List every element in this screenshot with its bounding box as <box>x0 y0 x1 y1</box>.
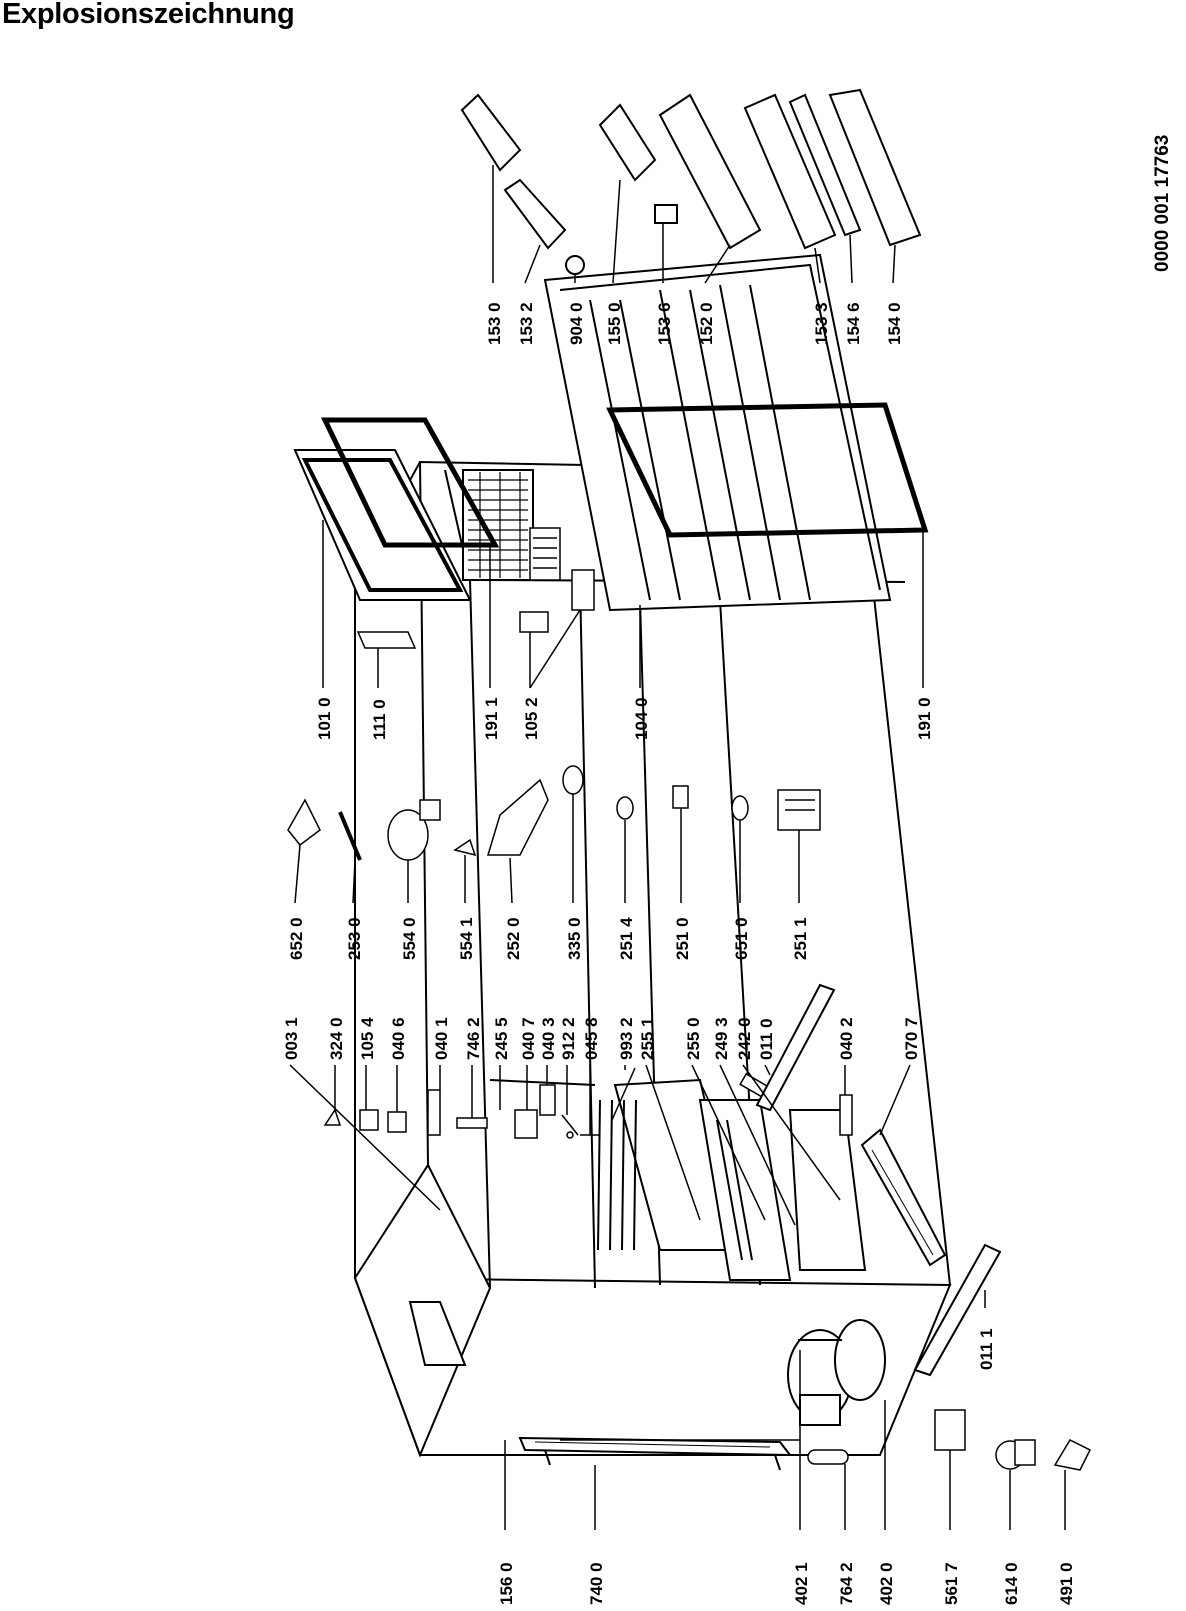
part-number-label: 245 5 <box>492 1017 511 1060</box>
part-number-label: 561 7 <box>942 1562 961 1605</box>
door-plates <box>519 569 595 633</box>
part-number-label: 249 3 <box>712 1017 731 1060</box>
part-number-label: 155 0 <box>605 302 624 345</box>
part-number-label: 045 8 <box>582 1017 601 1060</box>
part-number-label: 153 6 <box>655 302 674 345</box>
part-number-label: 154 6 <box>844 302 863 345</box>
part-number-label: 402 1 <box>792 1562 811 1605</box>
part-number-label: 153 2 <box>517 302 536 345</box>
part-number-label: 651 0 <box>732 917 751 960</box>
part-number-label: 251 1 <box>791 917 810 960</box>
label-group-2: 652 0 253 0 554 0 554 1 252 0 335 0 251 4 251 0… <box>287 917 810 960</box>
label-group-4: 153 0 153 2 904 0 155 0 153 6 152 0 153 3 154 6… <box>485 302 904 345</box>
part-number-label: 904 0 <box>567 302 586 345</box>
leader-lines <box>289 165 1066 1530</box>
part-number-label: 242 0 <box>735 1017 754 1060</box>
main-door-gasket <box>606 402 929 538</box>
part-number-label: 554 1 <box>457 917 476 960</box>
part-number-label: 614 0 <box>1002 1562 1021 1605</box>
door-hinge-cover <box>356 631 417 649</box>
part-number-label: 764 2 <box>837 1562 856 1605</box>
part-number-label: 255 1 <box>638 1017 657 1060</box>
part-number-label: 153 3 <box>812 302 831 345</box>
part-number-label: 104 0 <box>632 697 651 740</box>
part-number-label: 111 0 <box>370 699 389 740</box>
part-number-label: 105 4 <box>358 1017 377 1060</box>
door-bins <box>460 88 922 275</box>
bottom-parts <box>807 1409 1092 1471</box>
part-number-label: 554 0 <box>400 917 419 960</box>
part-number-label: 152 0 <box>697 302 716 345</box>
part-number-label: 253 0 <box>345 917 364 960</box>
part-number-label: 003 1 <box>282 1017 301 1060</box>
small-parts-column-2 <box>287 765 821 861</box>
shelf-rails <box>597 1099 637 1251</box>
door-handle <box>860 1128 947 1267</box>
hinge-bar-bottom <box>913 1243 1002 1377</box>
label-group-1: 003 1 324 0 105 4 040 6 040 1 746 2 245 5 040 7… <box>282 1017 921 1060</box>
part-number-label: 252 0 <box>504 917 523 960</box>
crisper-cover <box>698 1099 792 1281</box>
part-number-label: 491 0 <box>1057 1562 1076 1605</box>
part-number-label: 011 1 <box>977 1328 996 1370</box>
freezer-door <box>293 449 472 601</box>
part-number-label: 154 0 <box>885 302 904 345</box>
part-number-label: 040 1 <box>432 1017 451 1060</box>
part-number-label: 255 0 <box>684 1017 703 1060</box>
part-number-label: 040 3 <box>539 1017 558 1060</box>
compressor <box>787 1319 886 1426</box>
part-number-label: 156 0 <box>497 1562 516 1605</box>
part-number-label: 101 0 <box>315 697 334 740</box>
label-group-side: 011 1 <box>977 1328 996 1370</box>
label-group-bottom: 156 0 740 0 402 1 764 2 402 0 561 7 614 0 491 0 <box>497 1562 1076 1605</box>
part-number-label: 335 0 <box>565 917 584 960</box>
part-number-label: 652 0 <box>287 917 306 960</box>
part-number-label: 040 6 <box>389 1017 408 1060</box>
part-number-label: 912 2 <box>559 1017 578 1060</box>
part-number-label: 070 7 <box>902 1017 921 1060</box>
label-group-3: 101 0 111 0 191 1 105 2 104 0 191 0 <box>315 697 934 740</box>
part-number-label: 993 2 <box>617 1017 636 1060</box>
main-door <box>543 253 892 612</box>
small-parts-column-1 <box>323 1067 853 1139</box>
page-title: Explosionszeichnung <box>2 0 295 30</box>
freezer-grid <box>462 469 534 581</box>
part-number-label: 746 2 <box>464 1017 483 1060</box>
cabinet-body <box>353 460 952 1458</box>
vegetable-drawer <box>788 1109 867 1271</box>
part-number-label: 153 0 <box>485 302 504 345</box>
part-number-label: 740 0 <box>587 1562 606 1605</box>
part-number-label: 040 2 <box>837 1017 856 1060</box>
ice-tray <box>529 527 561 581</box>
part-number-label: 402 0 <box>877 1562 896 1605</box>
hinge-bar-top <box>755 983 836 1112</box>
part-number-label: 105 2 <box>522 697 541 740</box>
thermostat-panel <box>408 1301 467 1366</box>
part-number-label: 040 7 <box>519 1017 538 1060</box>
part-number-label: 011 0 <box>757 1018 776 1060</box>
part-number-label: 251 4 <box>617 917 636 960</box>
part-number-label: 191 0 <box>915 697 934 740</box>
freezer-door-gasket <box>321 417 500 548</box>
part-number-label: 251 0 <box>673 917 692 960</box>
document-number: 0000 001 17763 <box>1152 135 1173 272</box>
part-number-label: 191 1 <box>482 697 501 740</box>
part-number-label: 324 0 <box>327 1017 346 1060</box>
